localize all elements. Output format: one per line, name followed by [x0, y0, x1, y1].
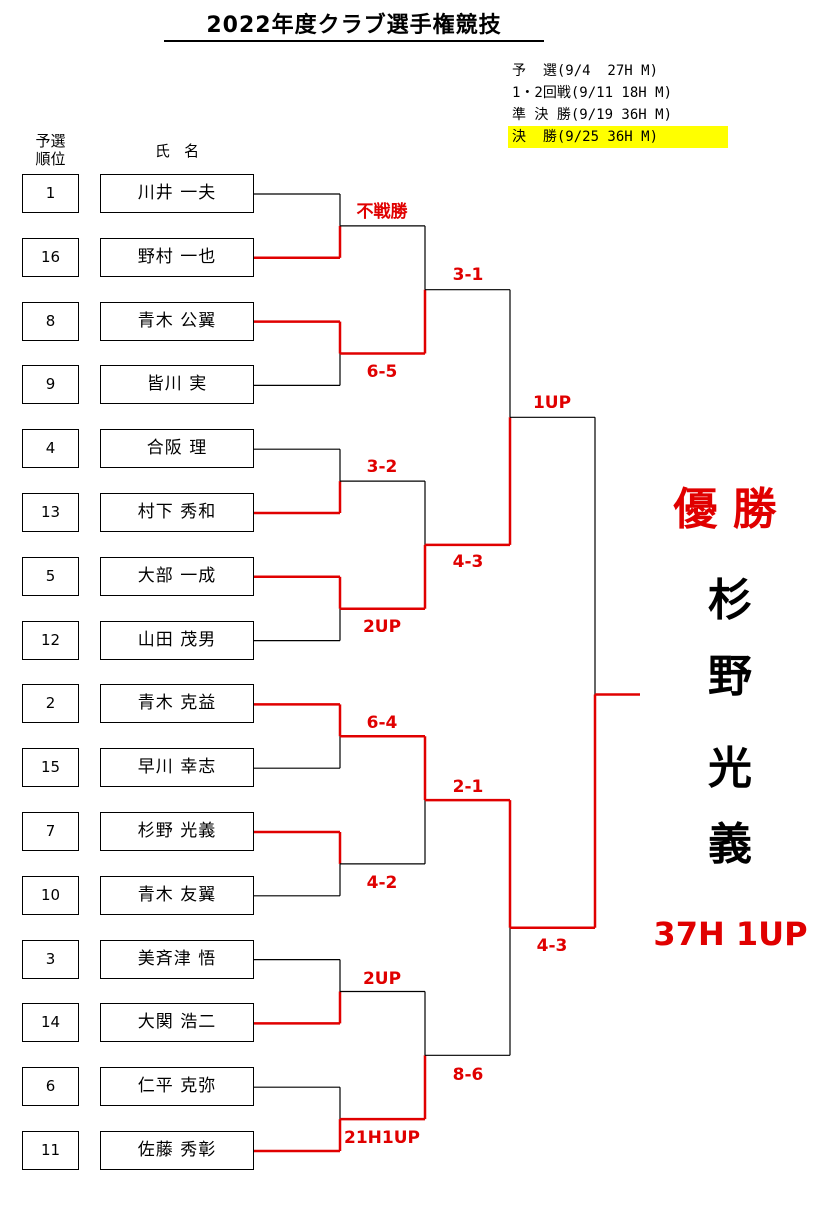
schedule-semifinal: 準 決 勝(9/19 36H M): [512, 107, 673, 123]
player-name-cell: 早川 幸志: [100, 748, 254, 788]
title-underline: [164, 40, 544, 42]
seed-cell: 16: [22, 237, 79, 277]
schedule-final: 決 勝(9/25 36H M): [508, 126, 728, 148]
seed-cell: 5: [22, 556, 79, 596]
seed-cell: 10: [22, 875, 79, 915]
seed-cell: 7: [22, 812, 79, 851]
round2-score: 4-3: [452, 552, 484, 572]
schedule-round12: 1・2回戦(9/11 18H M): [512, 85, 673, 101]
champion-name-char-4: 義: [708, 819, 752, 870]
round1-score: 21H1UP: [344, 1128, 420, 1148]
player-name-cell: 大部 一成: [100, 556, 254, 596]
player-name-cell: 青木 友翼: [100, 875, 254, 915]
seed-cell: 3: [22, 939, 79, 979]
player-name-cell: 仁平 克弥: [100, 1067, 254, 1107]
player-name-cell: 杉野 光義: [100, 812, 254, 851]
round1-score: 6-4: [366, 713, 398, 733]
seed-cell: 8: [22, 301, 79, 341]
player-name-cell: 山田 茂男: [100, 620, 254, 660]
seed-cell: 9: [22, 365, 79, 405]
seed-header-line1: 予選: [35, 132, 66, 150]
round1-score: 2UP: [362, 617, 402, 637]
champion-label: 優 勝: [673, 484, 777, 535]
seed-header-line2: 順位: [35, 150, 66, 168]
seed-cell: 1: [22, 174, 79, 213]
semifinal-score: 4-3: [536, 936, 568, 956]
round1-score: 不戦勝: [356, 202, 408, 222]
round1-score: 2UP: [362, 969, 402, 989]
player-name-cell: 佐藤 秀彰: [100, 1131, 254, 1170]
page-title: 2022年度クラブ選手権競技: [206, 13, 502, 38]
round2-score: 3-1: [452, 265, 484, 285]
round2-score: 8-6: [452, 1065, 484, 1085]
round2-score: 2-1: [452, 777, 484, 797]
semifinal-score: 1UP: [532, 393, 572, 413]
round1-score: 3-2: [366, 457, 398, 477]
name-header: 氏 名: [154, 142, 200, 160]
player-name-cell: 美斉津 悟: [100, 939, 254, 979]
champion-name-char-2: 野: [708, 651, 752, 702]
seed-cell: 12: [22, 620, 79, 660]
champion-name-char-1: 杉: [708, 575, 752, 626]
seed-cell: 13: [22, 493, 79, 532]
player-name-cell: 青木 公翼: [100, 301, 254, 341]
seed-header: 予選 順位: [22, 132, 79, 168]
player-name-cell: 村下 秀和: [100, 493, 254, 532]
player-name-cell: 皆川 実: [100, 365, 254, 405]
player-name-cell: 青木 克益: [100, 684, 254, 724]
seed-cell: 2: [22, 684, 79, 724]
seed-cell: 11: [22, 1131, 79, 1170]
round1-score: 4-2: [366, 873, 398, 893]
seed-cell: 15: [22, 748, 79, 788]
schedule-prelim: 予 選(9/4 27H M): [512, 63, 659, 79]
player-name-cell: 野村 一也: [100, 237, 254, 277]
player-name-cell: 大関 浩二: [100, 1003, 254, 1043]
seed-cell: 4: [22, 429, 79, 469]
champion-name-char-3: 光: [708, 743, 752, 794]
player-name-cell: 川井 一夫: [100, 174, 254, 213]
player-name-cell: 合阪 理: [100, 429, 254, 469]
seed-cell: 14: [22, 1003, 79, 1043]
champion-score: 37H 1UP: [653, 915, 808, 953]
seed-cell: 6: [22, 1067, 79, 1107]
round1-score: 6-5: [366, 362, 398, 382]
